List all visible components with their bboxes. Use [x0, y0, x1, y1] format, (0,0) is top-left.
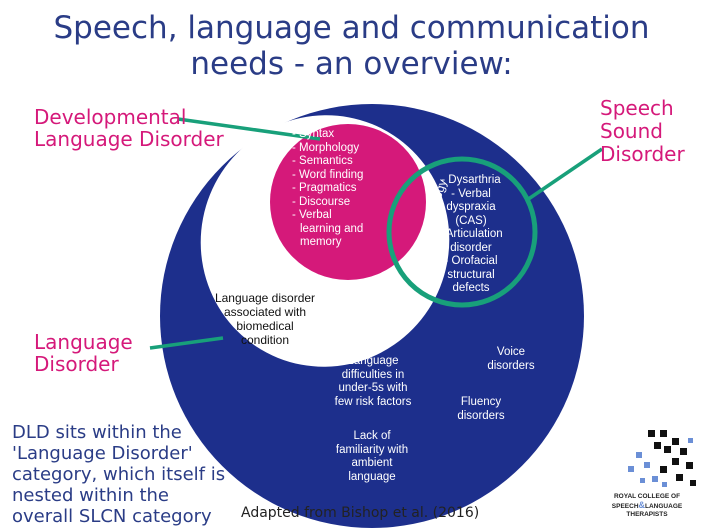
ssd-item: - Dysarthria: [441, 174, 501, 186]
dld-item: - Syntax: [292, 128, 335, 140]
familiarity-line: Lack of: [353, 430, 391, 442]
note-line: category, which itself is: [12, 464, 226, 485]
under5-line: difficulties in: [341, 368, 405, 381]
dld-item: - Verbal: [292, 209, 332, 221]
ssd-label-line-3: Disorder: [600, 142, 685, 166]
familiarity-line: language: [348, 470, 396, 483]
rcslt-logo-text: ROYAL COLLEGE OF SPEECH&LANGUAGE THERAPI…: [592, 493, 702, 519]
ssd-item: disorder: [450, 241, 492, 254]
biomedical-line: Language disorder: [214, 291, 316, 305]
dld-label: Developmental Language Disorder: [34, 106, 224, 150]
source-credit: Adapted from Bishop et al. (2016): [241, 505, 480, 521]
logo-line-2: SPEECH&LANGUAGE: [592, 501, 702, 511]
ssd-item: dyspraxia: [446, 201, 496, 213]
ld-label: Language Disorder: [34, 331, 133, 375]
familiarity-text: Lack of familiarity with ambient languag…: [322, 430, 422, 484]
ssd-circle: [386, 156, 538, 308]
under5-line: few risk factors: [334, 395, 412, 408]
dld-item: - Discourse: [292, 195, 351, 208]
ssd-label-line-1: Speech: [600, 96, 674, 120]
ampersand-icon: &: [638, 500, 646, 510]
biomedical-text: Language disorder associated with biomed…: [198, 291, 332, 347]
ld-label-line-1: Language: [34, 330, 133, 354]
biomedical-line: biomedical: [236, 319, 294, 333]
fluency-line: Fluency: [460, 396, 502, 408]
note-line: overall SLCN category: [12, 506, 212, 527]
dld-note: DLD sits within the 'Language Disorder' …: [12, 422, 225, 527]
ssd-item: - Orofacial: [444, 255, 498, 267]
under5-text: Language difficulties in under-5s with f…: [322, 355, 424, 409]
rcslt-logo-icon: [628, 430, 696, 487]
title-line-1: Speech, language and communication: [53, 10, 650, 46]
ssd-item: structural: [447, 268, 495, 281]
dld-label-line-1: Developmental: [34, 105, 187, 129]
dld-item: memory: [300, 236, 342, 248]
dld-item: - Word finding: [292, 168, 364, 181]
title-line-2: needs - an overview:: [190, 46, 513, 82]
dld-items: - Syntax - Morphology - Semantics - Word…: [292, 128, 364, 250]
logo-line-3: THERAPISTS: [626, 511, 668, 518]
ssd-item: defects: [452, 282, 490, 294]
fluency-line: disorders: [457, 409, 505, 422]
voice-line: Voice: [496, 346, 526, 358]
ssd-label-line-2: Sound: [600, 119, 663, 143]
dld-item: - Semantics: [292, 155, 353, 167]
dld-pointer-line: [177, 117, 321, 141]
page-title: Speech, language and communication needs…: [0, 10, 703, 82]
logo-language: LANGUAGE: [645, 503, 683, 510]
voice-text: Voice disorders: [476, 346, 546, 373]
logo-line-1: ROYAL COLLEGE OF: [613, 493, 681, 500]
dld-item: learning and: [300, 222, 364, 235]
under5-line: under-5s with: [338, 382, 408, 394]
dld-label-line-2: Language Disorder: [34, 127, 224, 151]
familiarity-line: ambient: [351, 457, 393, 469]
note-line: DLD sits within the: [12, 422, 182, 443]
ld-label-line-2: Disorder: [34, 352, 119, 376]
ssd-pointer-line: [526, 147, 603, 202]
ld-pointer-line: [149, 336, 224, 350]
dld-circle: [270, 124, 426, 280]
ssd-item: (CAS): [455, 214, 487, 227]
biomedical-line: associated with: [223, 305, 307, 319]
under5-line: Language: [347, 355, 399, 367]
dld-item: - Morphology: [292, 141, 360, 154]
biomedical-line: condition: [240, 333, 290, 347]
familiarity-line: familiarity with: [335, 443, 409, 456]
ssd-label: Speech Sound Disorder: [600, 97, 685, 166]
note-line: 'Language Disorder': [12, 443, 193, 464]
note-line: nested within the: [12, 485, 169, 506]
ssd-item: - Articulation: [439, 228, 503, 240]
voice-line: disorders: [487, 359, 535, 372]
ssd-items: - Dysarthria - Verbal dyspraxia (CAS) - …: [433, 174, 509, 296]
fluency-text: Fluency disorders: [443, 396, 519, 423]
dld-item: - Pragmatics: [292, 182, 357, 194]
logo-speech: SPEECH: [611, 503, 639, 510]
ssd-item: - Verbal: [451, 187, 491, 200]
